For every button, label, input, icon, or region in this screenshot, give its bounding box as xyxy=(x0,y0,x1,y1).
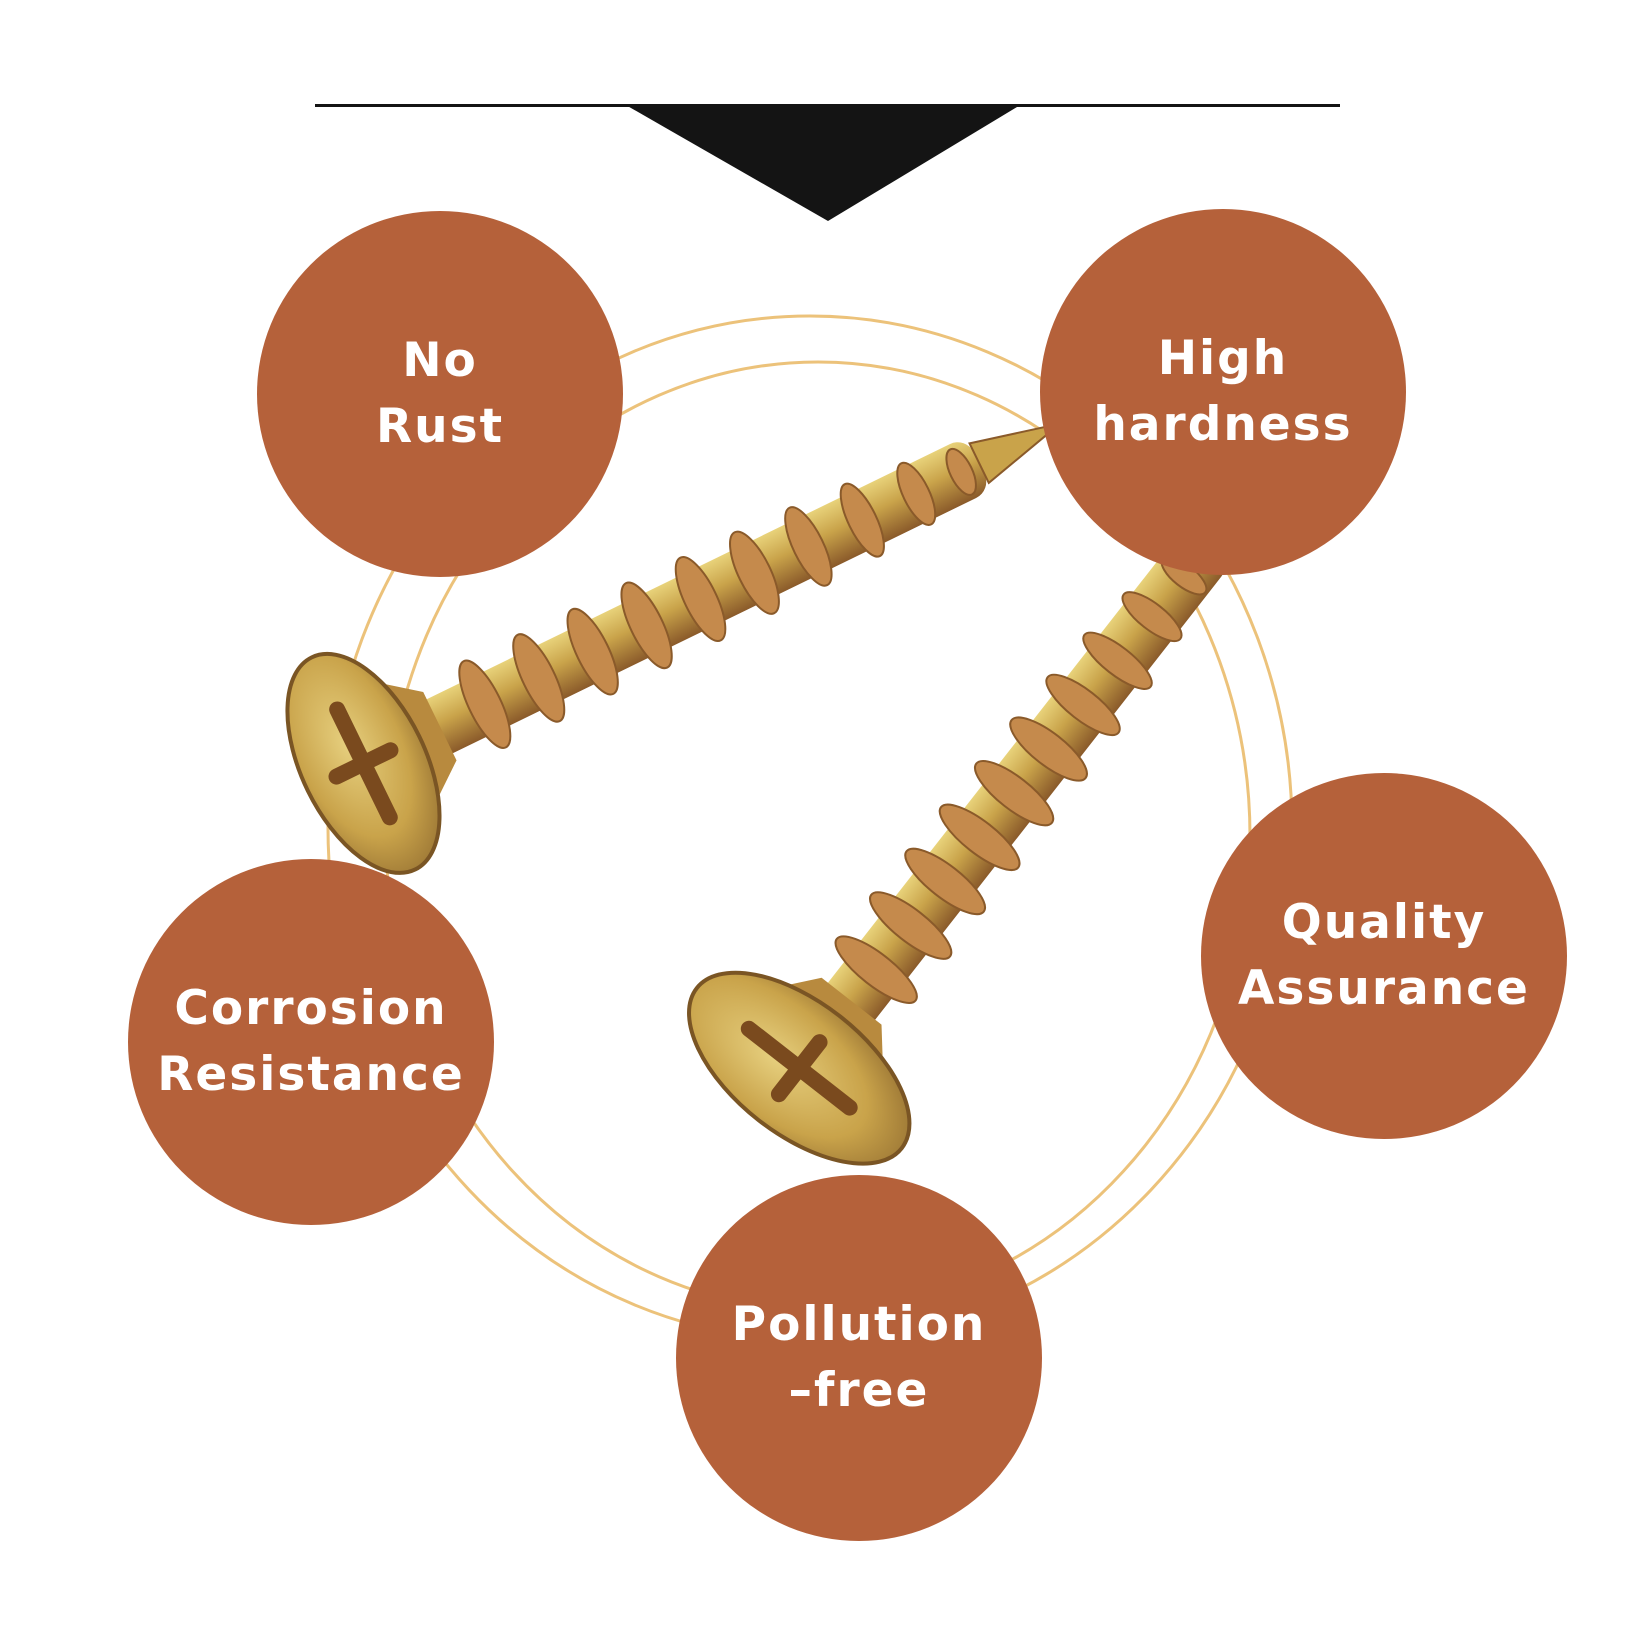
badge-line-1: Quality xyxy=(1281,895,1487,950)
badge-line-1: No xyxy=(402,333,478,388)
badge-line-2: Assurance xyxy=(1238,961,1530,1016)
badge-no-rust: No Rust xyxy=(257,211,623,577)
badge-high-hardness: High hardness xyxy=(1040,209,1406,575)
badge-corrosion-resistance: Corrosion Resistance xyxy=(128,859,494,1225)
screw-right xyxy=(687,472,1265,1166)
badge-line-2: Resistance xyxy=(157,1047,465,1102)
badge-line-2: –free xyxy=(788,1363,930,1418)
badge-quality-assurance: Quality Assurance xyxy=(1201,773,1567,1139)
badge-line-1: Pollution xyxy=(731,1297,987,1352)
screw-left xyxy=(285,422,1061,875)
down-arrow-icon xyxy=(624,104,1022,221)
badge-line-1: High xyxy=(1157,331,1289,386)
badge-line-1: Corrosion xyxy=(174,981,448,1036)
badge-line-2: Rust xyxy=(375,399,505,454)
badge-line-2: hardness xyxy=(1093,397,1353,452)
badge-pollution-free: Pollution –free xyxy=(676,1175,1042,1541)
